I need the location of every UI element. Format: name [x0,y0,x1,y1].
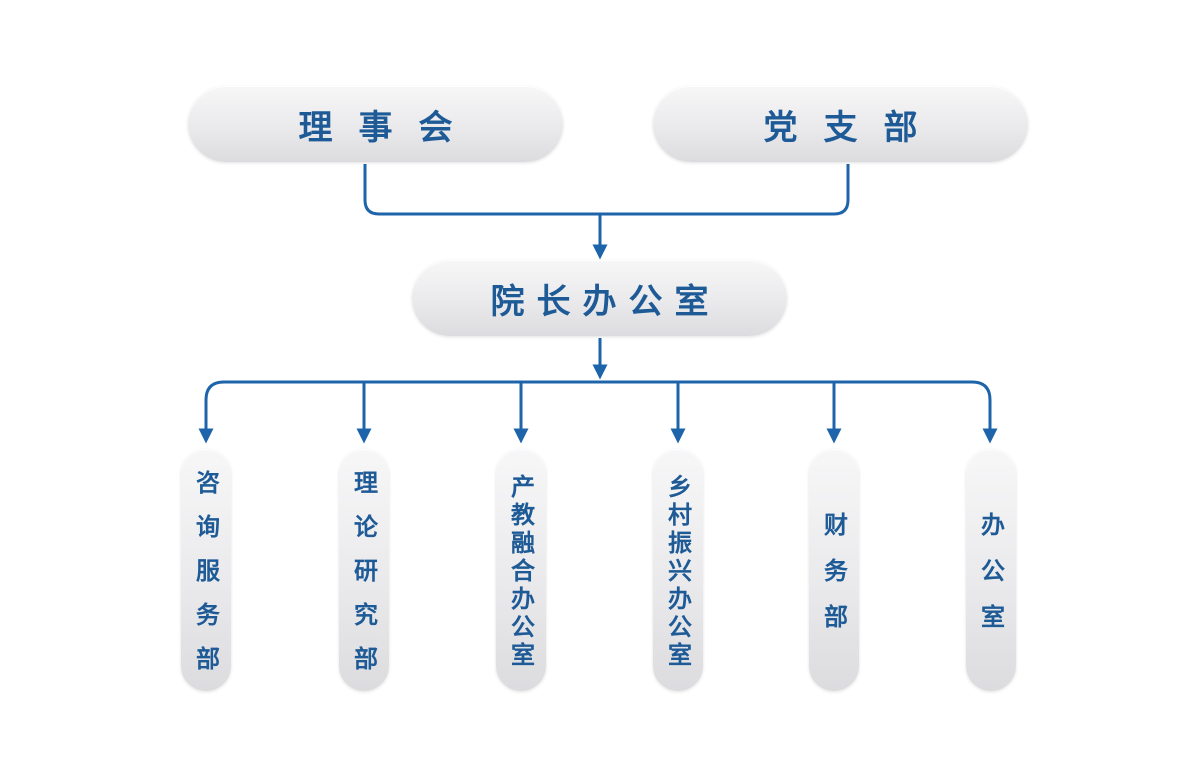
president-office-node: 院长办公室 [412,260,787,336]
dept-theory-label: 理论研究部 [349,470,378,690]
party-connector [600,164,850,216]
dept-industry-education: 产教融合办公室 [496,449,546,691]
party-branch-label: 党支部 [763,107,944,148]
dept-theory: 理论研究部 [339,449,389,691]
dept-office: 办公室 [966,449,1016,691]
board-label: 理事会 [298,107,479,148]
board-connector [363,164,600,216]
dept-consulting-label: 咨询服务部 [191,470,220,690]
party-branch-node: 党支部 [653,86,1028,162]
dept-rural-revitalization-label: 乡村振兴办公室 [663,474,692,670]
president-office-label: 院长办公室 [490,281,721,322]
dept-consulting: 咨询服务部 [181,449,231,691]
dept-finance: 财务部 [809,449,859,691]
department-bus [204,380,998,444]
dept-rural-revitalization: 乡村振兴办公室 [653,449,703,691]
dept-finance-label: 财务部 [819,512,848,650]
board-node: 理事会 [188,86,563,162]
dept-industry-education-label: 产教融合办公室 [506,474,535,670]
dept-office-label: 办公室 [976,512,1005,650]
